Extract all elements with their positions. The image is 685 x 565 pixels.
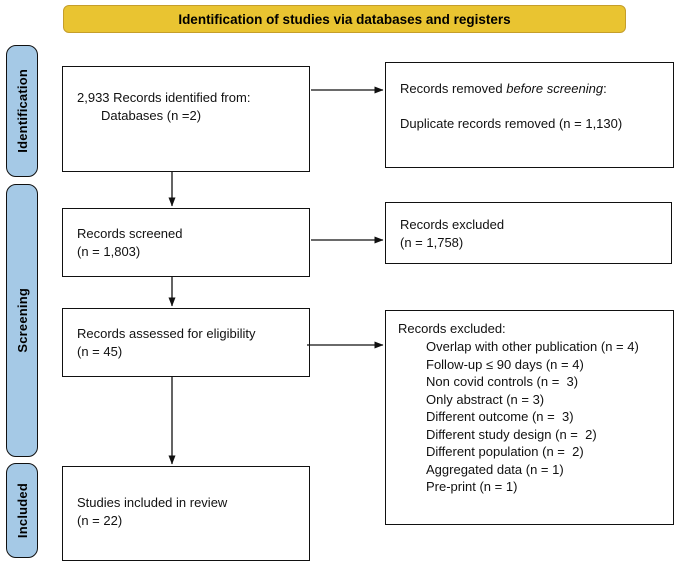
exclusion-reason: Only abstract (n = 3) [426,391,545,407]
records-removed-line1: Records removed before screening: [400,80,665,98]
studies-included-line2: (n = 22) [77,513,123,528]
records-assessed-line2: (n = 45) [77,344,123,359]
exclusion-reason: Overlap with other publication (n = 4) [426,339,639,354]
records-identified-line1: 2,933 Records identified from: [77,90,251,105]
box-records-excluded-eligibility: Records excluded: Overlap with other pub… [385,310,674,525]
box-records-screened: Records screened (n = 1,803) [62,208,310,277]
exclusion-reason: Pre-print (n = 1) [426,479,518,494]
stage-bar-identification: Identification [6,45,38,177]
studies-included-line1: Studies included in review [77,495,228,510]
records-screened-line2: (n = 1,803) [77,244,141,259]
exclusion-reason: Different study design (n = 2) [426,426,597,442]
exclusion-reason: Different population (n = 2) [426,444,584,459]
box-studies-included: Studies included in review (n = 22) [62,466,310,561]
records-screened-line1: Records screened [77,226,183,241]
stage-bar-included: Included [6,463,38,558]
stage-label-included: Included [14,482,30,539]
records-removed-suffix: : [603,81,607,96]
box-records-identified: 2,933 Records identified from: Databases… [62,66,310,172]
records-excluded-screening-line1: Records excluded [400,217,505,232]
banner-title: Identification of studies via databases … [63,5,626,33]
stage-label-identification: Identification [14,69,30,153]
records-removed-prefix: Records removed [400,81,507,96]
records-excluded-screening-line2: (n = 1,758) [400,235,464,250]
box-records-assessed: Records assessed for eligibility (n = 45… [62,308,310,377]
exclusion-reason: Aggregated data (n = 1) [426,461,564,477]
box-records-removed: Records removed before screening: Duplic… [385,62,674,168]
stage-bar-screening: Screening [6,184,38,457]
stage-label-screening: Screening [14,288,30,353]
exclusion-reason: Follow-up ≤ 90 days (n = 4) [426,356,584,372]
box-records-excluded-screening: Records excluded (n = 1,758) [385,202,672,264]
records-identified-line2: Databases (n =2) [101,108,202,123]
exclusion-reason: Different outcome (n = 3) [426,409,574,424]
exclusion-reason: Non covid controls (n = 3) [426,374,579,389]
records-removed-italic: before screening [506,81,604,96]
records-assessed-line1: Records assessed for eligibility [77,326,256,341]
records-removed-line2: Duplicate records removed (n = 1,130) [400,116,623,131]
records-excluded-eligibility-title: Records excluded: [398,321,506,336]
banner-title-text: Identification of studies via databases … [178,11,511,27]
